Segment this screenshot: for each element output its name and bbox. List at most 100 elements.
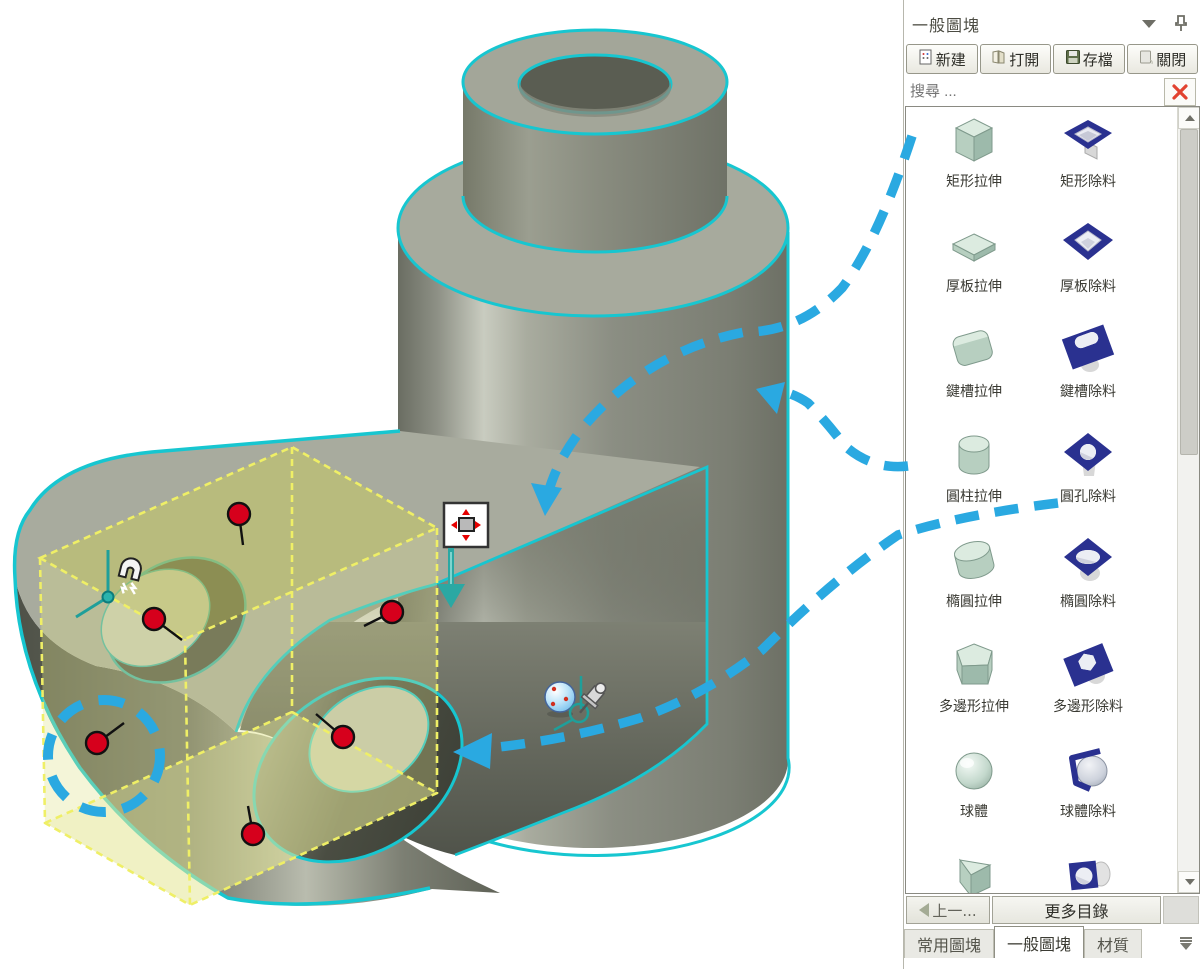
block-label: 多邊形拉伸 — [939, 699, 1009, 715]
search-input[interactable] — [908, 78, 1162, 104]
toolbar-button[interactable]: 關閉 — [1126, 44, 1198, 74]
block-label: 多邊形除料 — [1053, 699, 1123, 715]
hole-cut — [1060, 428, 1116, 484]
wedge-extrude — [946, 848, 1002, 893]
block-grid-item[interactable]: 圓柱拉伸 — [918, 426, 1030, 526]
toolbar-button[interactable]: 存檔 — [1053, 44, 1125, 74]
block-grid-item[interactable]: 鍵槽除料 — [1032, 321, 1144, 421]
orientation-sphere-icon[interactable] — [544, 681, 576, 718]
drag-handles — [84, 501, 405, 847]
block-grid-item[interactable]: 矩形拉伸 — [918, 111, 1030, 211]
wedge-cut — [1060, 848, 1116, 893]
open-doc-icon — [991, 49, 1007, 69]
pin-icon[interactable] — [1174, 14, 1188, 32]
more-catalog-button[interactable]: 更多目錄 — [992, 896, 1161, 924]
block-label: 球體 — [960, 804, 988, 820]
block-label: 厚板拉伸 — [946, 279, 1002, 295]
block-grid-item[interactable]: 多邊形拉伸 — [918, 636, 1030, 736]
block-grid-item[interactable]: 橢圓拉伸 — [918, 531, 1030, 631]
toolbar-button[interactable]: 打開 — [979, 44, 1051, 74]
guide-arrowheads — [453, 382, 785, 769]
block-grid-item[interactable] — [918, 846, 1030, 893]
guide-arrow-2 — [778, 386, 909, 472]
panel-title: 一般圖塊 — [912, 16, 981, 35]
panel-tab[interactable]: 一般圖塊 — [994, 926, 1085, 958]
part-bore-hole[interactable] — [219, 640, 496, 900]
slot-cut — [1060, 323, 1116, 379]
close-x-icon[interactable] — [1164, 78, 1196, 106]
block-label: 厚板除料 — [1060, 279, 1116, 295]
part-arm[interactable] — [12, 429, 709, 906]
panel-footer: 上一... 更多目錄 — [904, 896, 1200, 924]
scroll-thumb[interactable] — [1180, 129, 1198, 455]
block-grid-item[interactable]: 球體 — [918, 741, 1030, 841]
block-grid-item[interactable]: 圓孔除料 — [1032, 426, 1144, 526]
part-left-hole[interactable] — [83, 532, 269, 708]
plate-extrude — [946, 218, 1002, 274]
block-label: 球體除料 — [1060, 804, 1116, 820]
scroll-down-icon[interactable] — [1178, 871, 1199, 893]
tab-overflow-icon[interactable] — [1180, 937, 1192, 950]
sphere-extrude — [946, 743, 1002, 799]
move-handle-icon[interactable] — [442, 501, 490, 549]
extrude-direction-arrow-icon[interactable] — [437, 548, 465, 608]
block-grid-item[interactable]: 鍵槽拉伸 — [918, 321, 1030, 421]
block-label: 橢圓拉伸 — [946, 594, 1002, 610]
block-grid-item[interactable]: 多邊形除料 — [1032, 636, 1144, 736]
scrollbar[interactable] — [1177, 107, 1199, 893]
scroll-up-icon[interactable] — [1178, 107, 1199, 129]
block-grid-item[interactable]: 橢圓除料 — [1032, 531, 1144, 631]
ellipse-cut — [1060, 533, 1116, 589]
cube-extrude — [946, 113, 1002, 169]
drag-handle[interactable] — [315, 713, 356, 750]
block-label: 鍵槽拉伸 — [946, 384, 1002, 400]
chevron-down-icon[interactable] — [1142, 20, 1156, 28]
panel-tab[interactable]: 材質 — [1084, 929, 1143, 958]
panel-title-bar: 一般圖塊 — [904, 6, 1200, 38]
part-cylinder[interactable] — [396, 138, 791, 857]
polygon-extrude — [946, 638, 1002, 694]
close-doc-icon — [1138, 49, 1154, 69]
block-label: 矩形拉伸 — [946, 174, 1002, 190]
plate-cut — [1060, 218, 1116, 274]
cylinder-extrude — [946, 428, 1002, 484]
save-icon — [1065, 49, 1081, 69]
part-boss[interactable] — [461, 28, 729, 254]
guide-dashed-circle — [43, 695, 165, 817]
guide-arrow-1 — [542, 134, 917, 500]
block-label: 鍵槽除料 — [1060, 384, 1116, 400]
block-grid-item[interactable]: 球體除料 — [1032, 741, 1144, 841]
arrow-left-icon — [919, 903, 930, 917]
block-label: 圓孔除料 — [1060, 489, 1116, 505]
polygon-cut — [1060, 638, 1116, 694]
toolbar-button[interactable]: 新建 — [906, 44, 978, 74]
feature-box-preview[interactable] — [37, 445, 440, 908]
block-grid-item[interactable]: 厚板除料 — [1032, 216, 1144, 316]
block-grid-item[interactable] — [1032, 846, 1144, 893]
drag-handle[interactable] — [226, 501, 252, 546]
drag-handle[interactable] — [84, 722, 125, 756]
previous-button[interactable]: 上一... — [906, 896, 990, 924]
panel-tab[interactable]: 常用圖塊 — [904, 929, 995, 958]
panel-toolbar: 新建 打開 存檔 關閉 — [906, 44, 1198, 74]
slot-extrude — [946, 323, 1002, 379]
cube-cut — [1060, 113, 1116, 169]
block-label: 矩形除料 — [1060, 174, 1116, 190]
blocks-panel: 一般圖塊 新建 打開 存檔 關閉 — [903, 0, 1200, 969]
sphere-cut — [1060, 743, 1116, 799]
block-grid-item[interactable]: 矩形除料 — [1032, 111, 1144, 211]
block-grid-item[interactable]: 厚板拉伸 — [918, 216, 1030, 316]
disabled-button[interactable] — [1163, 896, 1199, 924]
new-doc-icon — [918, 49, 934, 69]
drag-handle[interactable] — [363, 599, 405, 628]
search-row — [908, 78, 1196, 106]
magnet-icon — [75, 550, 142, 619]
drag-handle[interactable] — [141, 606, 183, 641]
block-label: 橢圓除料 — [1060, 594, 1116, 610]
pushpin-icon[interactable] — [553, 676, 611, 732]
ellipse-extrude — [946, 533, 1002, 589]
block-label: 圓柱拉伸 — [946, 489, 1002, 505]
block-list: 矩形拉伸 矩形除料 厚板拉伸 厚板除料 鍵槽拉伸 鍵槽除料 — [905, 106, 1200, 894]
drag-handle[interactable] — [240, 805, 266, 847]
panel-tabs: 常用圖塊 一般圖塊 材質 — [904, 926, 1200, 958]
